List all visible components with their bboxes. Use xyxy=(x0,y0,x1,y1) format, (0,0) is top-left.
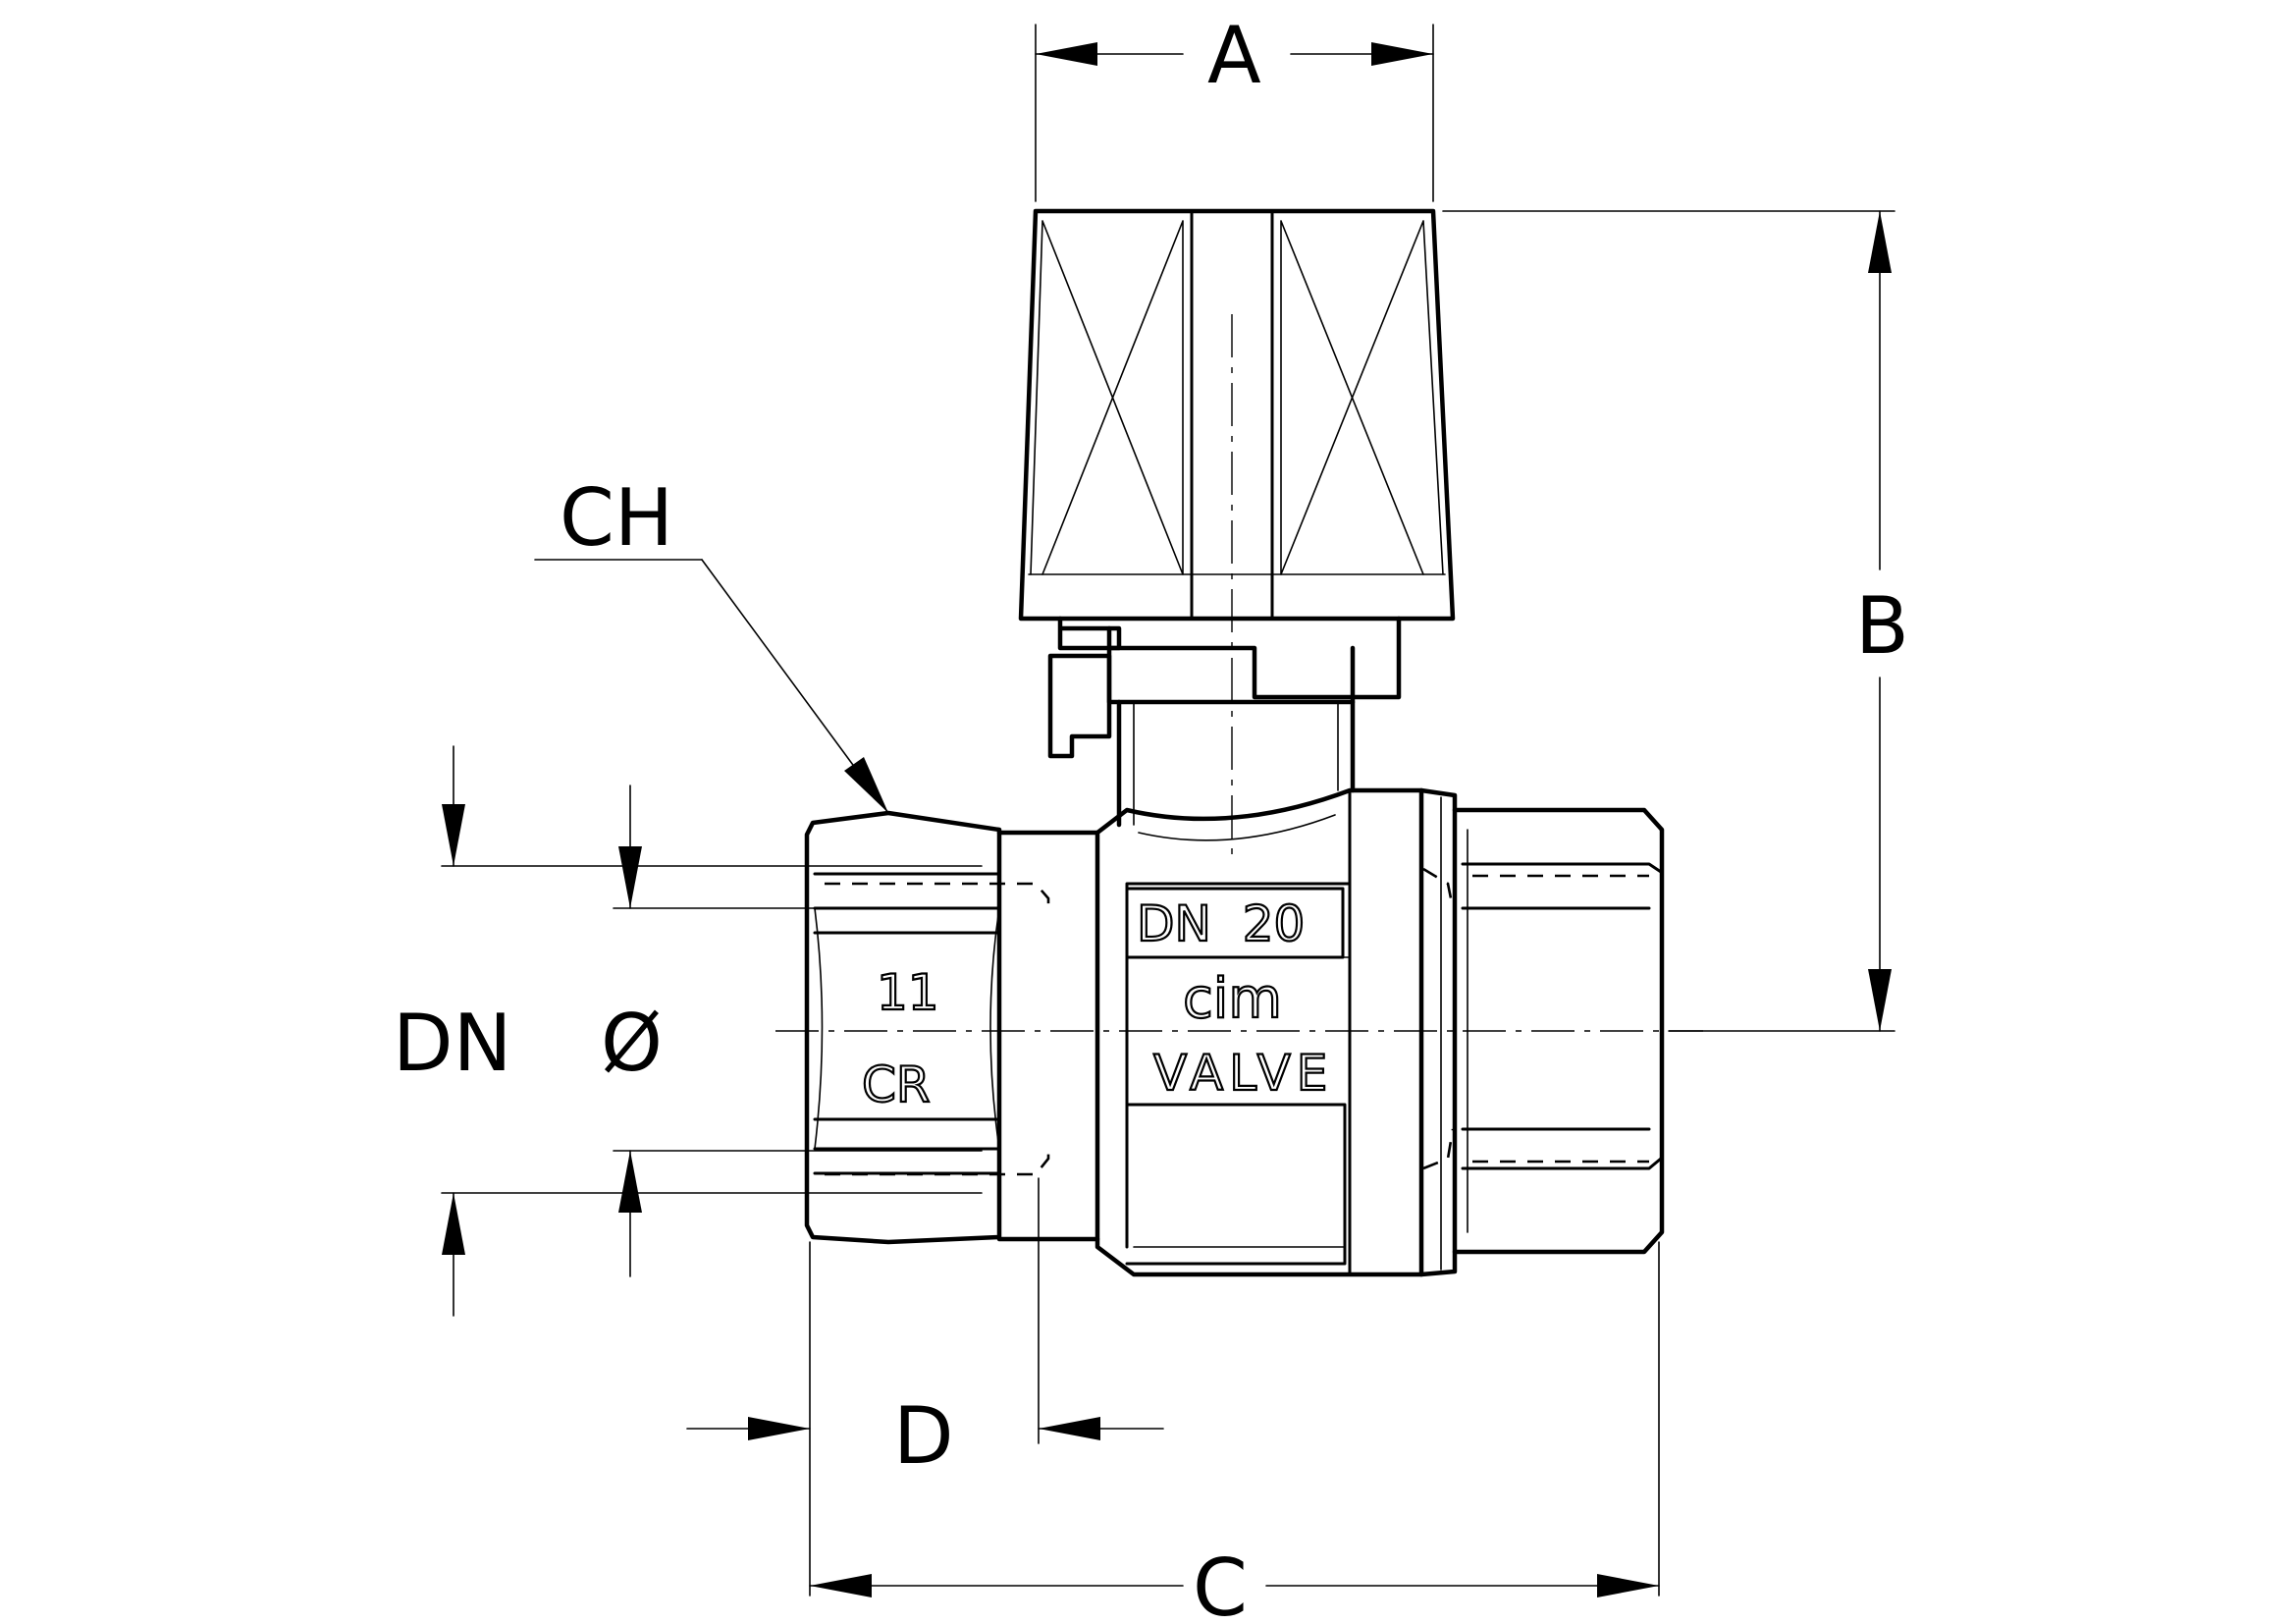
valve-body xyxy=(1095,787,1424,1277)
dimension-a-label: A xyxy=(1207,10,1261,101)
dimension-b-label: B xyxy=(1855,580,1909,672)
dimension-dn: DN xyxy=(393,745,983,1317)
stem-bonnet xyxy=(1047,616,1402,828)
dimension-b: B xyxy=(1442,210,1909,1032)
leader-ch: CH xyxy=(534,472,889,814)
center-lines xyxy=(775,314,1703,1032)
dimension-diameter: Ø xyxy=(601,785,983,1277)
marking-product: VALVE xyxy=(1153,1045,1333,1102)
body-markings: DN 20 cim VALVE 11 CR xyxy=(861,894,1333,1114)
marking-pressure: 11 xyxy=(877,964,939,1021)
dimension-a: A xyxy=(1035,10,1434,202)
dimension-d-label: D xyxy=(893,1390,954,1482)
dimension-dn-label: DN xyxy=(393,998,511,1089)
marking-nominal: DN 20 xyxy=(1137,895,1305,952)
marking-logo: CR xyxy=(862,1056,931,1113)
dimension-c: C xyxy=(809,1241,1660,1624)
handle-knob xyxy=(1018,208,1456,622)
right-end-socket xyxy=(1418,787,1665,1277)
left-hex-end xyxy=(804,810,1100,1245)
dimension-c-label: C xyxy=(1193,1543,1248,1624)
dimension-d: D xyxy=(686,1177,1164,1482)
dimension-diameter-label: Ø xyxy=(601,998,663,1089)
leader-ch-label: CH xyxy=(560,472,673,564)
marking-brand: cim xyxy=(1183,967,1282,1031)
